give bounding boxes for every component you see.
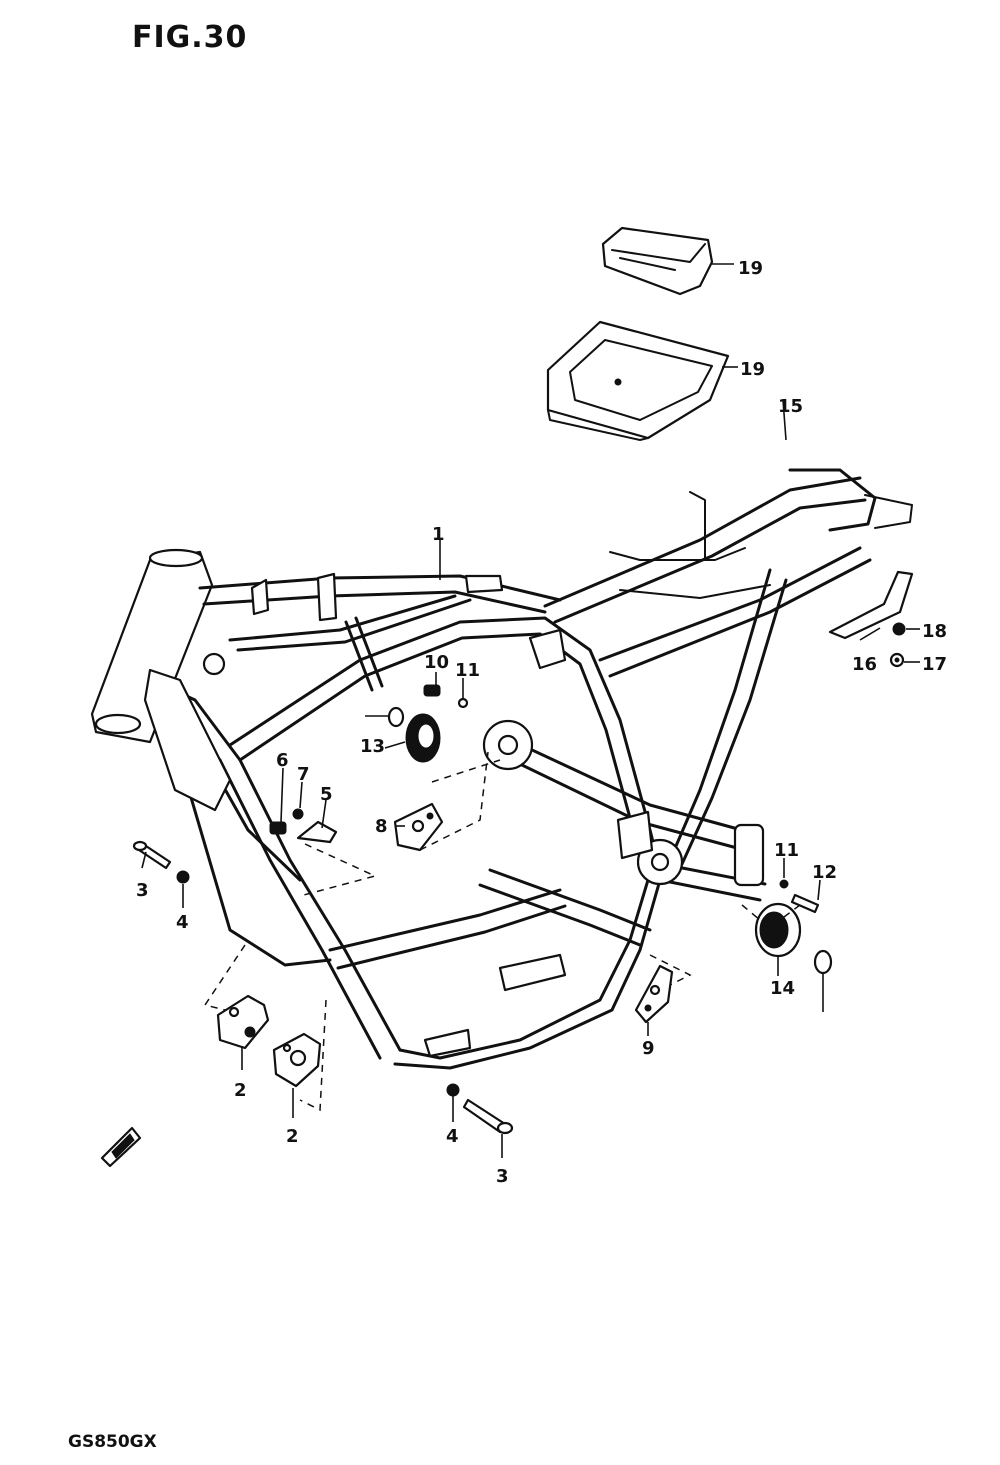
part-nut-11-right: [779, 879, 789, 889]
part-o-ring-right: [813, 949, 833, 975]
part-nut-14: [892, 622, 906, 636]
part-engine-mount-plate-front: [216, 994, 270, 1050]
part-bracket-small: [296, 820, 338, 844]
part-bolt-left: [132, 840, 172, 870]
part-engine-mount-plate-center: [393, 802, 444, 852]
leader-lines: [141, 263, 920, 1158]
part-grommet-left: [405, 713, 441, 763]
part-bolt-bottom: [462, 1098, 514, 1135]
callout-14: 18: [922, 621, 947, 642]
callout-3-bottom: 3: [496, 1166, 509, 1187]
part-bolt-13: [889, 652, 905, 668]
callout-2-front: 2: [234, 1080, 247, 1101]
callout-10: 10: [424, 652, 449, 673]
callout-2-lower: 2: [286, 1126, 299, 1147]
callout-11-top: 11: [455, 660, 480, 681]
callout-15: 19: [740, 359, 765, 380]
part-battery-cover: [601, 226, 714, 296]
part-nut-bottom: [446, 1083, 460, 1097]
part-battery-holder: [546, 320, 730, 441]
callout-bolt-right: 12: [812, 862, 837, 883]
part-washer-7: [292, 808, 304, 820]
callout-4-bottom: 4: [446, 1126, 459, 1147]
part-bolt-10: [423, 684, 441, 697]
callout-17: 13: [360, 736, 385, 757]
callout-18: 14: [770, 978, 795, 999]
callout-6: 6: [276, 750, 289, 771]
callout-3-left: 3: [136, 880, 149, 901]
callout-12: 16: [852, 654, 877, 675]
part-nut-11-top: [457, 697, 469, 709]
part-bolt-6: [269, 821, 287, 835]
callout-16: 19: [738, 258, 763, 279]
forward-arrow-icon: [100, 1126, 142, 1168]
callout-1: 1: [432, 524, 445, 545]
part-engine-mount-plate-rear: [634, 964, 674, 1024]
callout-4-left: 4: [176, 912, 189, 933]
callout-7: 7: [297, 764, 310, 785]
part-nut-left: [176, 870, 190, 884]
figure-title: FIG.30: [132, 20, 248, 55]
part-main-frame: [90, 468, 913, 1070]
callout-9: 9: [642, 1038, 655, 1059]
callout-labels: 19 19 1 18 17 16 10 11 13 8 6 7 5 3 4 2 …: [136, 258, 947, 1187]
part-engine-mount-plate-lower: [272, 1032, 322, 1088]
callout-11-right: 11: [774, 840, 799, 861]
model-code: GS850GX: [68, 1432, 157, 1452]
part-grommet-right: [754, 902, 802, 958]
part-o-ring-left: [387, 706, 405, 728]
part-bolt-right: [790, 893, 820, 914]
callout-5: 5: [320, 784, 333, 805]
callout-rear: 15: [778, 396, 803, 417]
part-rear-strap: [828, 570, 914, 640]
callout-13: 17: [922, 654, 947, 675]
callout-8: 8: [375, 816, 388, 837]
